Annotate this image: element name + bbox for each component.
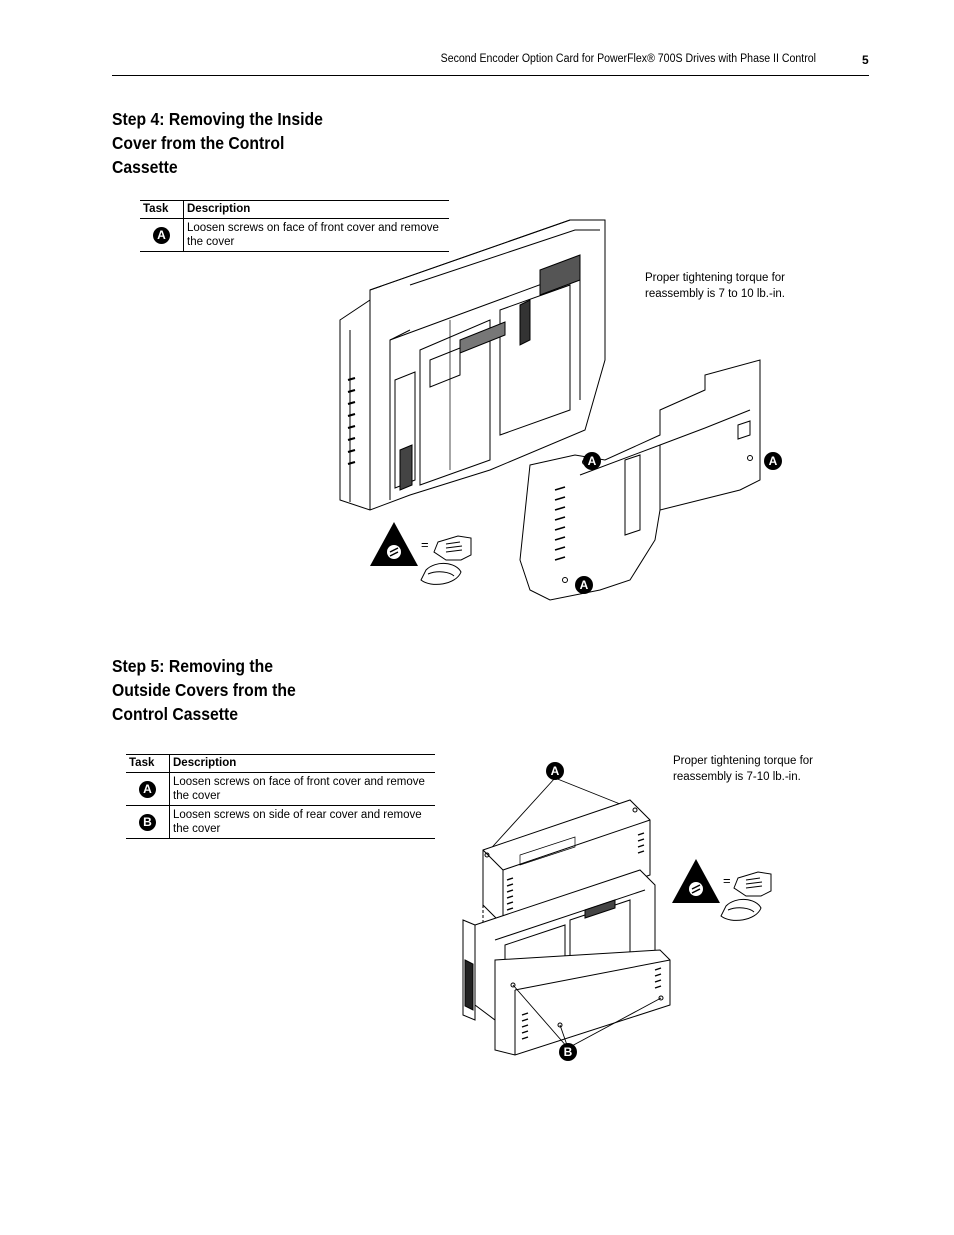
step4-cassette-illustration: [339, 219, 761, 601]
step4-heading-line-2: Cover from the Control: [112, 133, 285, 153]
esd-equals-sign: =: [421, 537, 429, 552]
esd-equals-sign: =: [723, 873, 731, 888]
header-rule: [112, 75, 869, 76]
step5-task-table: Task Description A Loosen screws on face…: [126, 754, 435, 839]
task-badge-a: A: [139, 780, 156, 798]
esd-warning-icon: [370, 522, 418, 566]
table-row: A Loosen screws on face of front cover a…: [126, 772, 435, 806]
step5-cassette-illustration: [462, 777, 671, 1056]
step4-col-task: Task: [140, 200, 184, 219]
task-description: Loosen screws on side of rear cover and …: [169, 805, 435, 839]
callout-a: A: [575, 576, 593, 594]
callout-a: A: [583, 452, 601, 470]
callout-b: B: [559, 1043, 577, 1061]
step4-heading-line-1: Step 4: Removing the Inside: [112, 109, 323, 129]
task-badge-b: B: [139, 813, 156, 831]
step4-heading-line-3: Cassette: [112, 157, 178, 177]
esd-warning-icon: [672, 859, 720, 903]
step5-heading: Step 5: Removing the Outside Covers from…: [112, 654, 296, 726]
step5-torque-note: Proper tightening torque for reassembly …: [673, 755, 814, 783]
callout-a: A: [546, 762, 564, 780]
page-number: 5: [862, 53, 869, 67]
task-description: Loosen screws on face of front cover and…: [169, 772, 435, 806]
step5-heading-line-2: Outside Covers from the: [112, 680, 296, 700]
wrist-strap-hand-icon: [720, 871, 772, 921]
step4-col-description: Description: [183, 200, 449, 219]
table-row: B Loosen screws on side of rear cover an…: [126, 805, 435, 839]
step4-torque-note: Proper tightening torque for reassembly …: [645, 272, 786, 300]
callout-a: A: [764, 452, 782, 470]
step4-heading: Step 4: Removing the Inside Cover from t…: [112, 107, 323, 179]
step5-heading-line-3: Control Cassette: [112, 704, 239, 724]
task-description: Loosen screws on face of front cover and…: [183, 218, 449, 252]
step5-heading-line-1: Step 5: Removing the: [112, 656, 274, 676]
step5-col-description: Description: [169, 754, 435, 773]
step4-task-table: Task Description A Loosen screws on face…: [140, 200, 449, 252]
step5-col-task: Task: [126, 754, 170, 773]
running-header-title: Second Encoder Option Card for PowerFlex…: [440, 53, 816, 65]
task-badge-a: A: [153, 226, 170, 244]
wrist-strap-hand-icon: [420, 535, 472, 585]
table-row: A Loosen screws on face of front cover a…: [140, 218, 449, 252]
